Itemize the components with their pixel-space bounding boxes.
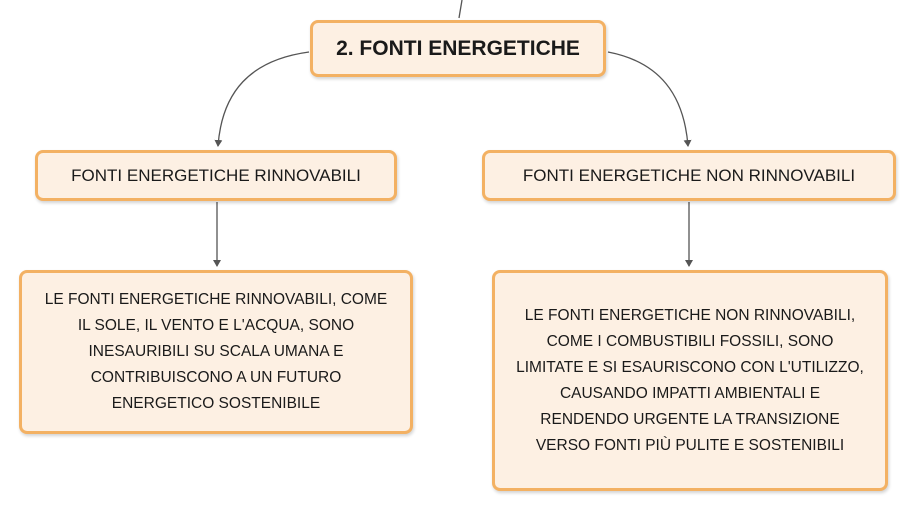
non-renewable-sources-label: FONTI ENERGETICHE NON RINNOVABILI [522,165,856,185]
renewable-description-node[interactable]: LE FONTI ENERGETICHE RINNOVABILI, COME I… [19,270,413,434]
root-node[interactable]: 2. FONTI ENERGETICHE [310,20,606,77]
incoming-connector [458,0,463,19]
connector-root-to-right-branch [607,51,692,147]
renewable-sources-label: FONTI ENERGETICHE RINNOVABILI [71,165,361,185]
non-renewable-description-text: LE FONTI ENERGETICHE NON RINNOVABILI, CO… [516,306,864,454]
renewable-sources-node[interactable]: FONTI ENERGETICHE RINNOVABILI [35,150,397,201]
renewable-description-text: LE FONTI ENERGETICHE RINNOVABILI, COME I… [44,291,388,412]
non-renewable-description-node[interactable]: LE FONTI ENERGETICHE NON RINNOVABILI, CO… [492,270,888,491]
non-renewable-sources-node[interactable]: FONTI ENERGETICHE NON RINNOVABILI [482,150,896,201]
connector-root-to-left-branch [214,51,310,147]
root-node-label: 2. FONTI ENERGETICHE [336,36,580,60]
